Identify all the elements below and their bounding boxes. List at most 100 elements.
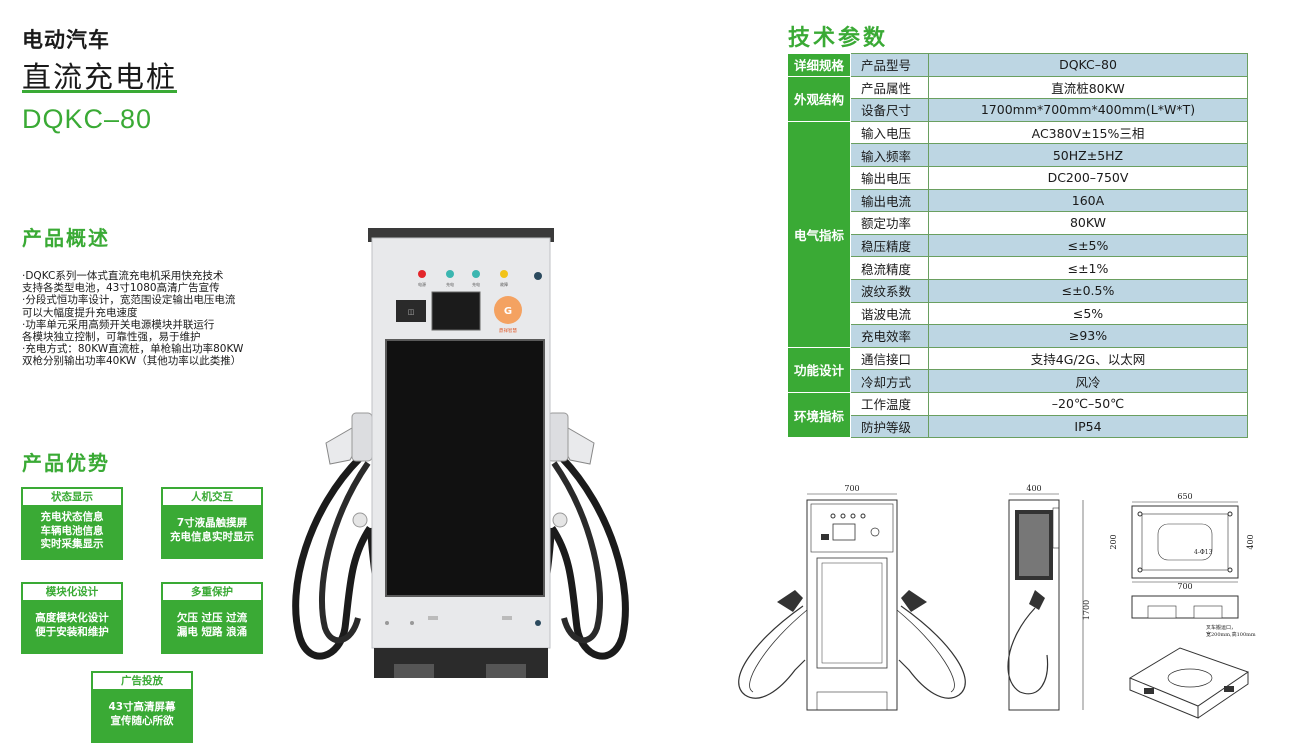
overview-line: ·功率单元采用高频开关电源模块并联运行 [22, 318, 215, 331]
spec-key: 产品型号 [850, 53, 929, 77]
table-row: 稳流精度 ≤±1% [788, 256, 1248, 280]
spec-value: 160A [928, 188, 1248, 213]
charge-indicator-icon [472, 270, 480, 278]
advantage-line: 7寸液晶触摸屏 [176, 517, 248, 529]
table-row: 输出电压 DC200–750V [788, 165, 1248, 190]
advantage-line: 充电信息实时显示 [170, 530, 254, 543]
spec-value: AC380V±15%三相 [928, 120, 1248, 145]
table-row: 谐波电流 ≤5% [788, 301, 1248, 326]
table-row: 环境指标 工作温度 –20℃–50℃ [787, 391, 1248, 439]
front-width-label: 700 [844, 484, 859, 493]
spec-value: 50HZ±5HZ [928, 143, 1248, 167]
indicator-label: 故障 [500, 281, 508, 287]
spec-key: 稳流精度 [850, 256, 929, 280]
power-indicator-icon [418, 270, 426, 278]
advantage-line: 充电状态信息 [40, 511, 104, 523]
spec-key: 输出电压 [850, 165, 929, 190]
table-row: 设备尺寸 1700mm*700mm*400mm(L*W*T) [788, 98, 1248, 122]
spec-value: IP54 [928, 414, 1248, 439]
table-row: 波纹系数 ≤±0.5% [788, 278, 1248, 303]
spec-key: 工作温度 [850, 391, 929, 416]
card-reader-icon [396, 300, 426, 322]
advantage-card-title: 多重保护 [163, 584, 261, 600]
product-category: 电动汽车 [22, 28, 110, 52]
advertising-screen [385, 339, 545, 597]
spec-value: ≤±5% [928, 233, 1248, 258]
spec-value: 风冷 [928, 369, 1248, 393]
spec-value: ≥93% [928, 324, 1248, 348]
table-row: 防护等级 IP54 [788, 414, 1248, 439]
overview-line: 支持各类型电池，43寸1080高清广告宣传 [22, 282, 220, 295]
svg-text:G: G [504, 306, 512, 317]
advantage-card-body: 充电状态信息 车辆电池信息 实时采集显示 [23, 505, 121, 558]
advantage-line: 便于安装和维护 [35, 625, 109, 638]
table-row: 电气指标 输入电压 AC380V±15%三相 [787, 120, 1248, 348]
advantage-line: 欠压 过压 过流 [176, 612, 248, 624]
spec-value: 80KW [928, 211, 1248, 235]
spec-value: DC200–750V [928, 165, 1248, 190]
product-model: DQKC–80 [22, 104, 153, 134]
charger-product-photo: 电源 充电 充电 故障 ◫ G 鼎祥智慧 [292, 228, 629, 678]
table-row: 额定功率 80KW [788, 211, 1248, 235]
brand-logo-text: 鼎祥智慧 [499, 327, 517, 334]
overview-line: 可以大幅度提升充电速度 [22, 306, 138, 319]
advantage-card-body: 欠压 过压 过流 漏电 短路 浪涌 [163, 600, 261, 652]
advantage-line: 实时采集显示 [40, 538, 104, 550]
side-depth-label: 400 [1026, 484, 1041, 493]
table-row: 输出电流 160A [788, 188, 1248, 213]
advantage-card-status: 状态显示 充电状态信息 车辆电池信息 实时采集显示 [21, 487, 123, 560]
advantage-line: 宣传随心所欲 [110, 714, 174, 727]
advantage-card-protection: 多重保护 欠压 过压 过流 漏电 短路 浪涌 [161, 582, 263, 654]
specs-table: 详细规格 产品型号 DQKC–80 外观结构 产品属性 直流桩80KW 设备尺寸… [787, 53, 1248, 439]
spec-key: 输入频率 [850, 143, 929, 167]
spec-key: 额定功率 [850, 211, 929, 235]
table-row: 充电效率 ≥93% [788, 324, 1248, 348]
advantage-line: 高度模块化设计 [35, 612, 109, 624]
spec-value: 支持4G/2G、以太网 [928, 346, 1248, 371]
advantage-line: 车辆电池信息 [40, 524, 104, 537]
spec-key: 输入电压 [850, 120, 929, 145]
base-note: 宽200mm,高100mm [1206, 631, 1256, 638]
base-plan-drawing: 650 200 400 4-Φ13 700 叉车搬运口， 宽200mm,高100… [1110, 492, 1256, 719]
charge-indicator-icon [446, 270, 454, 278]
spec-category: 电气指标 [787, 120, 851, 348]
advantage-card-title: 人机交互 [163, 489, 261, 505]
base-top-width-label: 650 [1177, 492, 1192, 501]
spec-value: 直流桩80KW [928, 75, 1248, 100]
front-view-drawing: 700 [738, 484, 966, 711]
overview-line: ·DQKC系列一体式直流充电机采用快充技术 [22, 270, 224, 282]
table-row: 冷却方式 风冷 [788, 369, 1248, 393]
spec-category: 环境指标 [787, 391, 851, 439]
base-depth-b-label: 400 [1246, 534, 1255, 549]
indicator-label: 电源 [418, 281, 426, 287]
spec-key: 通信接口 [850, 346, 929, 371]
spec-value: –20℃–50℃ [928, 391, 1248, 416]
emergency-button-icon [534, 272, 542, 280]
svg-text:◫: ◫ [408, 308, 415, 316]
right-charging-gun [547, 412, 595, 528]
overview-line: 各模块独立控制，可靠性强，易于维护 [22, 331, 201, 344]
spec-key: 设备尺寸 [850, 98, 929, 122]
overview-heading: 产品概述 [22, 226, 110, 250]
advantage-card-hmi: 人机交互 7寸液晶触摸屏 充电信息实时显示 [161, 487, 263, 559]
touch-screen [431, 291, 481, 331]
specs-heading: 技术参数 [788, 26, 889, 51]
advantage-card-body: 43寸高清屏幕 宣传随心所欲 [93, 689, 191, 741]
advantage-card-body: 7寸液晶触摸屏 充电信息实时显示 [163, 505, 261, 557]
spec-value: ≤±1% [928, 256, 1248, 280]
spec-key: 波纹系数 [850, 278, 929, 303]
advantages-heading: 产品优势 [22, 451, 110, 475]
indicator-label: 充电 [472, 281, 480, 287]
hole-label: 4-Φ13 [1194, 549, 1213, 556]
base-depth-a-label: 200 [1110, 534, 1118, 549]
overview-line: 双枪分别输出功率40KW（其他功率以此类推） [22, 355, 242, 368]
spec-value: ≤5% [928, 301, 1248, 326]
indicator-label: 充电 [446, 281, 454, 287]
spec-key: 冷却方式 [850, 369, 929, 393]
spec-value: 1700mm*700mm*400mm(L*W*T) [928, 98, 1248, 122]
spec-value: ≤±0.5% [928, 278, 1248, 303]
title-underline [22, 90, 177, 93]
spec-key: 充电效率 [850, 324, 929, 348]
side-view-drawing: 400 1700 [1007, 484, 1091, 711]
spec-key: 产品属性 [850, 75, 929, 100]
